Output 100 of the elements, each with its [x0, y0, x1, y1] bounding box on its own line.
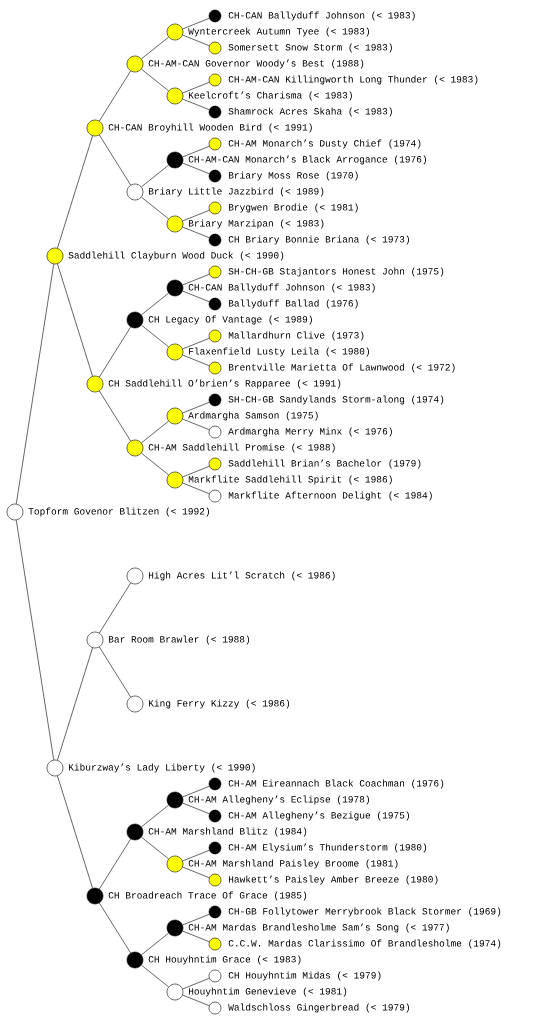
name-label: Saddlehill Clayburn Wood Duck (< 1990): [68, 251, 284, 261]
name-label: Flaxenfield Lusty Leila (< 1980): [189, 347, 369, 357]
connector-line: [182, 482, 210, 494]
name-label: Waldschloss Gingerbread (< 1979): [228, 1003, 409, 1013]
connector-line: [99, 326, 131, 378]
name-label: CH-AM Marshland Blitz (1984): [148, 827, 307, 837]
name-label: CH Houyhntim Midas (< 1979): [228, 971, 381, 981]
connector-line: [99, 838, 131, 890]
connector-line: [141, 164, 169, 188]
connector-line: [99, 134, 131, 186]
name-label: CH Legacy Of Vantage (< 1989): [148, 315, 312, 325]
connector-line: [57, 647, 93, 761]
name-label: C.C.W. Mardas Clarissimo Of Brandlesholme (1974): [228, 939, 501, 949]
name-label: CH-AM Allegheny’s Eclipse (1978): [188, 795, 369, 805]
name-label: CH Briary Bonnie Briana (< 1973): [228, 235, 409, 245]
name-label: Markflite Afternoon Delight (< 1984): [228, 491, 432, 501]
name-label: Wyntercreek Autumn Tyee (< 1983): [188, 27, 369, 37]
name-label: CH-AM Eireannach Black Coachman (1976): [228, 779, 444, 789]
connector-line: [182, 418, 210, 430]
name-label: SH-CH-GB Sandylands Storm-along (1974): [228, 395, 444, 405]
name-label: Brentville Marietta Of Lawnwood (< 1972): [228, 363, 455, 373]
connector-line: [141, 196, 169, 220]
connector-line: [182, 338, 210, 350]
connector-line: [141, 836, 169, 860]
name-label: CH-AM-CAN Governor Woody’s Best (1988): [148, 59, 364, 69]
name-label: CH-AM-CAN Monarch’s Black Arrogance (1976): [188, 155, 426, 165]
name-label: Markflite Saddlehill Spirit (< 1986): [188, 475, 392, 485]
connector-line: [182, 994, 210, 1006]
name-label: Briary Little Jazzbird (< 1989): [148, 187, 324, 197]
name-label: Kiburzway’s Lady Liberty (< 1990): [68, 763, 255, 773]
name-label: Hawkett’s Paisley Amber Breeze (1980): [228, 875, 438, 885]
name-label: CH-AM Allegheny’s Bezigue (1975): [228, 811, 409, 821]
connector-line: [141, 964, 169, 988]
name-label: King Ferry Kizzy (< 1986): [148, 699, 290, 709]
name-label: Houyhntim Genevieve (< 1981): [188, 987, 347, 997]
connector-line: [141, 452, 169, 476]
connector-line: [182, 402, 210, 414]
name-label: CH-GB Follytower Merrybrook Black Stormer (1969): [228, 907, 501, 917]
connector-line: [57, 263, 93, 377]
name-label: Keelcroft’s Charisma (< 1983): [188, 91, 352, 101]
connector-line: [141, 804, 169, 828]
connector-line: [182, 34, 210, 46]
connector-line: [16, 519, 54, 761]
connector-line: [182, 850, 210, 862]
connector-line: [182, 466, 210, 478]
connector-line: [182, 162, 210, 174]
connector-line: [182, 98, 210, 110]
name-label: CH-AM Marshland Paisley Broome (1981): [188, 859, 398, 869]
connector-line: [141, 420, 169, 444]
connector-line: [141, 932, 169, 956]
name-label: Briary Moss Rose (1970): [228, 171, 358, 181]
name-label: CH-AM Mardas Brandlesholme Sam’s Song (< 1977): [188, 923, 449, 933]
connector-line: [182, 866, 210, 878]
connector-line: [182, 146, 210, 158]
name-label: Brygwen Brodie (< 1981): [228, 203, 358, 213]
name-label: Shamrock Acres Skaha (< 1983): [228, 107, 392, 117]
name-label: Briary Marzipan (< 1983): [188, 219, 324, 229]
name-label: CH Saddlehill O’brien’s Rapparee (< 1991): [108, 379, 341, 389]
connector-line: [141, 36, 169, 60]
name-label: Saddlehill Brian’s Bachelor (1979): [228, 459, 421, 469]
connector-line: [141, 324, 169, 348]
connector-line: [182, 82, 210, 94]
connector-line: [57, 775, 93, 889]
name-label: CH-AM Elysium’s Thunderstorm (1980): [228, 843, 427, 853]
connector-line: [16, 263, 54, 505]
connector-line: [141, 68, 169, 92]
name-label: High Acres Lit’l Scratch (< 1986): [148, 571, 335, 581]
name-label: Ballyduff Ballad (1976): [228, 299, 358, 309]
name-label: CH-CAN Ballyduff Johnson (< 1983): [228, 11, 415, 21]
name-label: SH-CH-GB Stajantors Honest John (1975): [228, 267, 444, 277]
connector-line: [182, 354, 210, 366]
connector-line: [99, 70, 131, 122]
connector-line: [182, 802, 210, 814]
name-label: CH-AM Saddlehill Promise (< 1988): [148, 443, 335, 453]
name-label: Bar Room Brawler (< 1988): [108, 635, 250, 645]
name-label: Somersett Snow Storm (< 1983): [228, 43, 392, 53]
name-label: CH-CAN Broyhill Wooden Bird (< 1991): [108, 123, 312, 133]
connector-line: [182, 930, 210, 942]
connector-line: [99, 582, 131, 634]
name-label: CH Broadreach Trace Of Grace (1985): [108, 891, 307, 901]
name-label: Ardmargha Merry Minx (< 1976): [228, 427, 392, 437]
connector-line: [182, 274, 210, 286]
connector-line: [182, 290, 210, 302]
name-label: CH-AM Monarch’s Dusty Chief (1974): [228, 139, 421, 149]
connector-line: [57, 135, 93, 249]
connector-line: [99, 646, 131, 698]
connector-line: [182, 914, 210, 926]
connector-line: [99, 390, 131, 442]
name-label: CH-AM-CAN Killingworth Long Thunder (< 1983): [228, 75, 478, 85]
connector-line: [182, 210, 210, 222]
name-label: Mallardhurn Clive (1973): [228, 331, 364, 341]
name-label: Ardmargha Samson (1975): [188, 411, 318, 421]
name-label: Topform Govenor Blitzen (< 1992): [28, 507, 209, 517]
name-label: CH-CAN Ballyduff Johnson (< 1983): [188, 283, 375, 293]
connector-line: [182, 18, 210, 30]
connector-line: [182, 786, 210, 798]
connector-line: [141, 292, 169, 316]
name-label: CH Houyhntim Grace (< 1983): [148, 955, 301, 965]
connector-line: [182, 978, 210, 990]
connector-line: [99, 902, 131, 954]
